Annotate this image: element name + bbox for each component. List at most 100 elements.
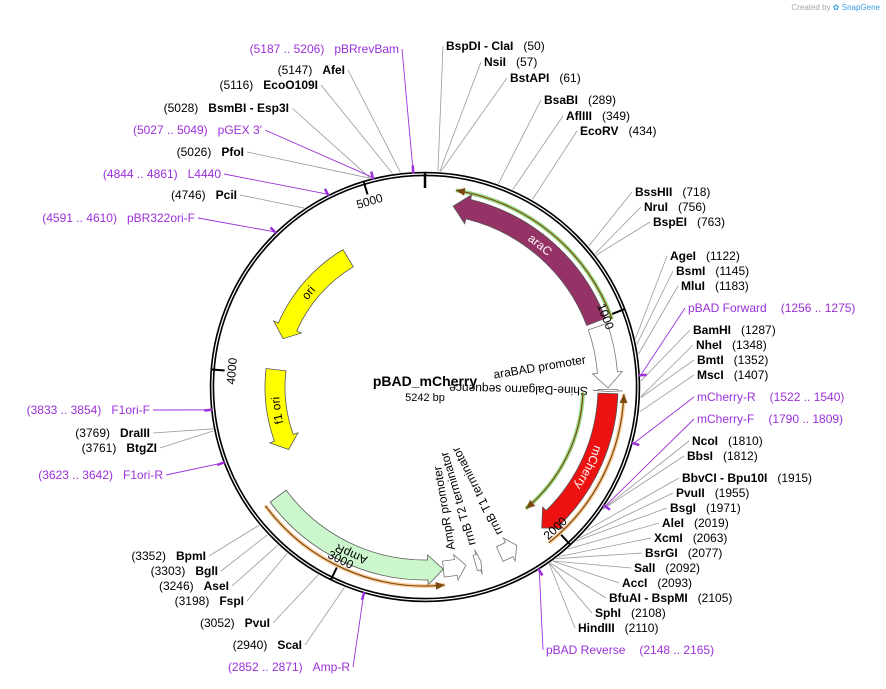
enzyme-site-nrui[interactable]: NruI(756) [644, 200, 706, 214]
feature-shine-dalgarno-sequence[interactable] [592, 388, 623, 392]
primer-site-pbad-forward[interactable]: pBAD Forward(1256 .. 1275) [688, 301, 855, 315]
enzyme-site-bsabi[interactable]: BsaBI(289) [544, 93, 616, 107]
enzyme-site-bspdi[interactable]: BspDI - ClaI(50) [446, 39, 545, 53]
primer-site-mcherry-r[interactable]: mCherry-R(1522 .. 1540) [697, 390, 844, 404]
feature-f1-ori[interactable] [264, 368, 299, 450]
primer-site-f1ori-r[interactable]: (3623 .. 3642)F1ori-R [38, 468, 163, 482]
leader-line-xcmi [558, 537, 652, 557]
primer-site-pbad-reverse[interactable]: pBAD Reverse(2148 .. 2165) [546, 643, 714, 657]
primer-range: (1256 .. 1275) [781, 301, 856, 315]
enzyme-site-bamhi[interactable]: BamHI(1287) [693, 323, 776, 337]
enzyme-position: (718) [682, 185, 710, 199]
enzyme-site-xcmi[interactable]: XcmI(2063) [654, 531, 727, 545]
enzyme-site-bsshii[interactable]: BssHII(718) [635, 185, 710, 199]
enzyme-site-hindiii[interactable]: HindIII(2110) [578, 621, 658, 635]
enzyme-site-msci[interactable]: MscI(1407) [697, 368, 768, 382]
enzyme-site-alei[interactable]: AleI(2019) [662, 516, 729, 530]
enzyme-site-asei[interactable]: (3246)AseI [159, 579, 229, 593]
primer-range: (1522 .. 1540) [770, 390, 845, 404]
enzyme-site-afliii[interactable]: AflIII(349) [566, 109, 630, 123]
enzyme-site-nsii[interactable]: NsiI(57) [484, 55, 537, 69]
primer-site-pbrrevbam[interactable]: (5187 .. 5206)pBRrevBam [250, 42, 399, 56]
enzyme-site-ncoi[interactable]: NcoI(1810) [692, 434, 763, 448]
primer-name: L4440 [188, 167, 222, 181]
leader-line-bsrgi [556, 552, 643, 560]
enzyme-site-agei[interactable]: AgeI(1122) [670, 249, 740, 263]
feature-ampr-promoter[interactable] [442, 553, 467, 582]
snapgene-logo-icon: ✿ [832, 3, 840, 12]
enzyme-site-bmti[interactable]: BmtI(1352) [697, 353, 768, 367]
primer-site-pgex-3[interactable]: (5027 .. 5049)pGEX 3' [133, 123, 262, 137]
enzyme-site-bbsi[interactable]: BbsI(1812) [687, 449, 758, 463]
enzyme-position: (2940) [233, 638, 268, 652]
feature-rrnb-t1-terminator[interactable] [495, 536, 518, 563]
credit-prefix: Created by [791, 3, 831, 12]
leader-line-layer [152, 45, 695, 668]
primer-range: (2852 .. 2871) [228, 660, 303, 674]
enzyme-site-ecoo109i[interactable]: (5116)EcoO109I [220, 78, 319, 92]
enzyme-site-btgzi[interactable]: (3761)BtgZI [82, 441, 157, 455]
primer-site-l4440[interactable]: (4844 .. 4861)L4440 [103, 167, 221, 181]
enzyme-site-bpmi[interactable]: (3352)BpmI [131, 549, 206, 563]
enzyme-position: (1971) [706, 501, 741, 515]
enzyme-position: (2019) [694, 516, 729, 530]
enzyme-site-nhei[interactable]: NheI(1348) [696, 338, 767, 352]
enzyme-site-pfoi[interactable]: (5026)PfoI [177, 145, 244, 159]
primer-range: (5187 .. 5206) [250, 42, 325, 56]
enzyme-site-afei[interactable]: (5147)AfeI [278, 63, 345, 77]
primer-leader-line-pbr322ori-f [197, 217, 275, 233]
primer-site-mcherry-f[interactable]: mCherry-F(1790 .. 1809) [697, 412, 843, 426]
primer-site-amp-r[interactable]: (2852 .. 2871) Amp-R [228, 660, 350, 674]
enzyme-position: (5026) [177, 145, 212, 159]
enzyme-position: (756) [678, 200, 706, 214]
enzyme-site-bgli[interactable]: (3303)BglI [151, 564, 218, 578]
enzyme-position: (349) [602, 109, 630, 123]
enzyme-position: (1955) [715, 486, 750, 500]
enzyme-site-mlui[interactable]: MluI(1183) [681, 279, 749, 293]
primer-name: pGEX 3' [218, 123, 262, 137]
feature-mcherry[interactable] [541, 392, 619, 529]
primer-name: Amp-R [313, 660, 351, 674]
primer-site-marker-f1ori-r [216, 461, 226, 467]
enzyme-site-scai[interactable]: (2940)ScaI [233, 638, 302, 652]
primer-site-marker-f1ori-f [204, 408, 213, 412]
enzyme-name: MluI [681, 279, 705, 293]
enzyme-isoschizomer: - BspMI [641, 591, 688, 605]
primer-leader-line-pbad-forward [640, 307, 686, 376]
enzyme-name: EcoO109I [263, 78, 318, 92]
leader-line-bbsi [602, 455, 685, 510]
enzyme-site-bfuai[interactable]: BfuAI - BspMI(2105) [609, 591, 732, 605]
primer-site-f1ori-f[interactable]: (3833 .. 3854)F1ori-F [27, 403, 150, 417]
primer-site-pbr322ori-f[interactable]: (4591 .. 4610)pBR322ori-F [42, 211, 195, 225]
site-label-layer: BspDI - ClaI(50) NsiI(57) BstAPI(61) BsaBI(… [27, 39, 856, 674]
enzyme-site-acci[interactable]: AccI(2093) [622, 576, 692, 590]
enzyme-site-pcii[interactable]: (4746)PciI [171, 188, 237, 202]
enzyme-site-bspei[interactable]: BspEI(763) [653, 215, 725, 229]
enzyme-site-pvuii[interactable]: PvuII(1955) [676, 486, 749, 500]
enzyme-site-bsgi[interactable]: BsgI (1971) [670, 501, 741, 515]
primer-leader-line-pbad-reverse [538, 570, 544, 651]
leader-line-bstapi [440, 77, 508, 172]
enzyme-name: BsgI [670, 501, 696, 515]
enzyme-site-bstapi[interactable]: BstAPI(61) [510, 71, 581, 85]
enzyme-site-bsrgi[interactable]: BsrGI(2077) [645, 546, 722, 560]
enzyme-site-fspi[interactable]: (3198)FspI [175, 594, 244, 608]
enzyme-site-bsmi[interactable]: BsmI(1145) [676, 264, 749, 278]
enzyme-site-pvui[interactable]: (3052)PvuI [200, 616, 270, 630]
enzyme-site-bbvci[interactable]: BbvCI - Bpu10I(1915) [682, 471, 812, 485]
enzyme-site-sali[interactable]: SalI(2092) [634, 561, 700, 575]
feature-arabad-promoter[interactable] [587, 322, 624, 389]
primer-leader-line-mcherry-r [633, 396, 695, 444]
leader-line-ecoo109i [320, 84, 393, 174]
feature-rrnb-t2-terminator[interactable] [472, 549, 483, 575]
enzyme-site-sphi[interactable]: SphI(2108) [595, 606, 666, 620]
enzyme-site-ecorv[interactable]: EcoRV(434) [580, 124, 656, 138]
feature-arac[interactable] [452, 193, 606, 326]
enzyme-position: (50) [523, 39, 544, 53]
enzyme-position: (5028) [164, 101, 199, 115]
enzyme-site-bsmbi[interactable]: (5028)BsmBI - Esp3I [164, 101, 289, 115]
feature-ampr[interactable] [269, 489, 444, 586]
enzyme-site-draiii[interactable]: (3769)DraIII [75, 426, 150, 440]
feature-ori[interactable] [272, 249, 354, 340]
leader-line-alei [567, 522, 660, 550]
